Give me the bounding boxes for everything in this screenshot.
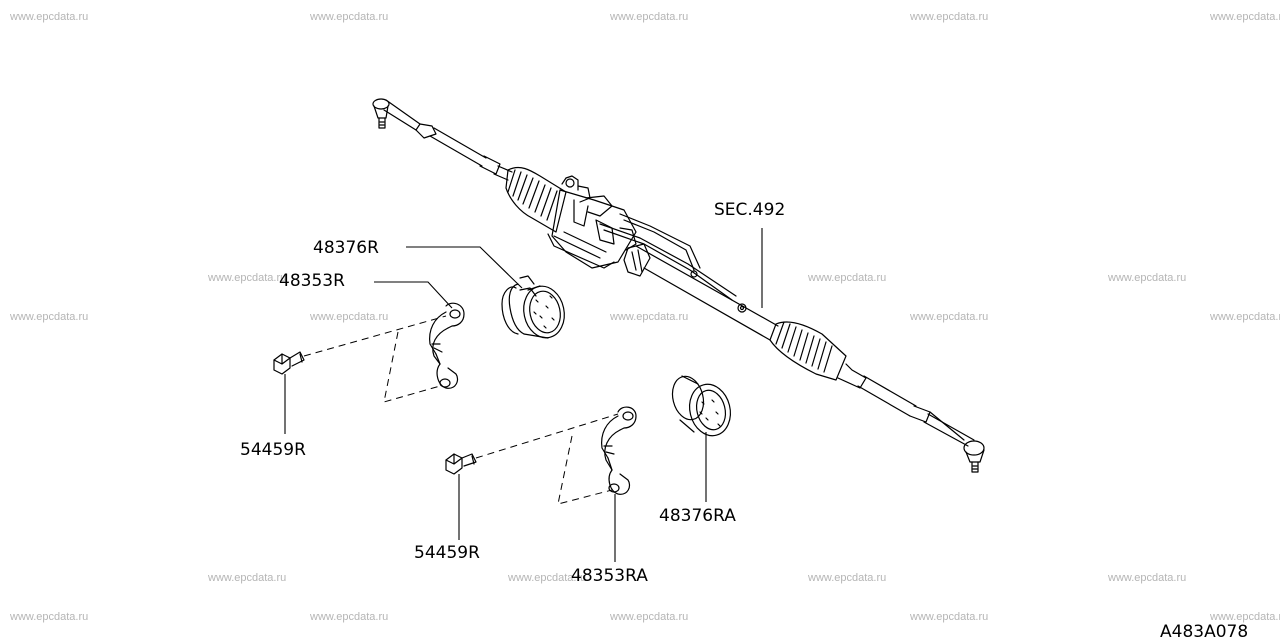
bolt-54459r-lower <box>445 453 477 475</box>
watermark: www.epcdata.ru <box>910 311 989 323</box>
watermark: www.epcdata.ru <box>1210 11 1280 23</box>
right-tie-rod-end <box>929 411 985 473</box>
bushing-48376r <box>501 275 565 339</box>
leader-lines <box>284 228 763 562</box>
watermark: www.epcdata.ru <box>310 611 389 623</box>
part-label-48353ra[interactable]: 48353RA <box>571 566 648 586</box>
watermark: www.epcdata.ru <box>310 311 389 323</box>
watermark: www.epcdata.ru <box>10 311 89 323</box>
left-tie-rod-end <box>372 98 437 139</box>
part-label-48376ra[interactable]: 48376RA <box>659 506 736 526</box>
part-label-54459r-left[interactable]: 54459R <box>240 440 306 460</box>
watermark: www.epcdata.ru <box>508 572 587 584</box>
watermark: www.epcdata.ru <box>808 572 887 584</box>
part-label-54459r-bottom[interactable]: 54459R <box>414 543 480 563</box>
watermark: www.epcdata.ru <box>1108 572 1187 584</box>
watermark: www.epcdata.ru <box>808 272 887 284</box>
bushing-48376ra <box>671 375 731 437</box>
watermark: www.epcdata.ru <box>1210 611 1280 623</box>
right-boot <box>769 321 847 381</box>
watermark: www.epcdata.ru <box>610 611 689 623</box>
part-label-sec492[interactable]: SEC.492 <box>714 200 786 220</box>
part-label-48376r[interactable]: 48376R <box>313 238 379 258</box>
watermark: www.epcdata.ru <box>910 611 989 623</box>
bolt-54459r-upper <box>273 351 305 375</box>
clamp-48353ra <box>601 406 637 495</box>
watermark: www.epcdata.ru <box>1108 272 1187 284</box>
watermark: www.epcdata.ru <box>610 11 689 23</box>
gear-housing <box>547 175 747 313</box>
part-label-48353r[interactable]: 48353R <box>279 271 345 291</box>
clamp-48353r <box>429 302 465 389</box>
watermark: www.epcdata.ru <box>610 311 689 323</box>
diagram-code: A483A078 <box>1160 622 1249 642</box>
watermark: www.epcdata.ru <box>208 572 287 584</box>
watermark: www.epcdata.ru <box>10 611 89 623</box>
left-boot <box>505 166 567 233</box>
assembly-lines <box>303 315 619 505</box>
watermark: www.epcdata.ru <box>310 11 389 23</box>
watermark: www.epcdata.ru <box>10 11 89 23</box>
watermark: www.epcdata.ru <box>910 11 989 23</box>
watermark: www.epcdata.ru <box>1210 311 1280 323</box>
steering-rack <box>372 98 985 473</box>
watermark: www.epcdata.ru <box>208 272 287 284</box>
